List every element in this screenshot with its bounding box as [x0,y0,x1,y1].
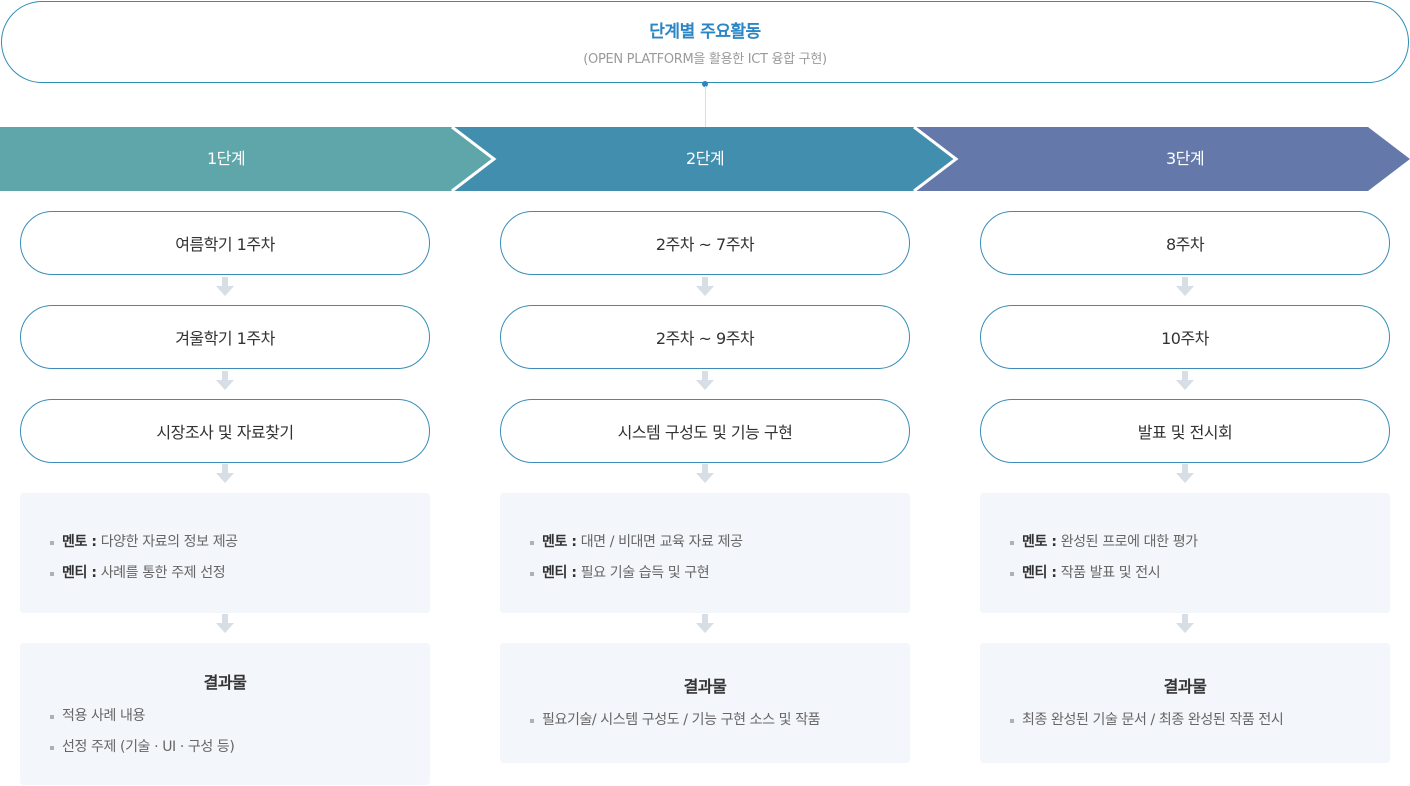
stage-3-result-box: 결과물 최종 완성된 기술 문서 / 최종 완성된 작품 전시 [980,643,1390,763]
stage-2-step-3: 시스템 구성도 및 기능 구현 [500,399,910,463]
mentee-item: 멘티 : 필요 기술 습득 및 구현 [530,558,743,589]
down-arrow-icon [216,464,234,483]
result-title: 결과물 [1163,677,1207,696]
role-key: 멘티 : [542,565,577,581]
down-arrow-icon [1176,614,1194,633]
page-title: 단계별 주요활동 [649,22,761,42]
stage-1-step-3: 시장조사 및 자료찾기 [20,399,430,463]
role-text: 작품 발표 및 전시 [1060,565,1161,581]
stage-2-result-box: 결과물 필요기술/ 시스템 구성도 / 기능 구현 소스 및 작품 [500,643,910,763]
stage-2-label: 2단계 [685,149,725,168]
role-list: 멘토 : 완성된 프로에 대한 평가 멘티 : 작품 발표 및 전시 [1010,527,1198,589]
result-list: 필요기술/ 시스템 구성도 / 기능 구현 소스 및 작품 [530,705,821,736]
result-item: 적용 사례 내용 [50,701,234,732]
down-arrow-icon [1176,464,1194,483]
result-item: 선정 주제 (기술 · UI · 구성 등) [50,732,235,763]
down-arrow-icon [216,614,234,633]
stage-1-step-1: 여름학기 1주차 [20,211,430,275]
stage-1-roles-box: 멘토 : 다양한 자료의 정보 제공 멘티 : 사례를 통한 주제 선정 [20,493,430,613]
down-arrow-icon [1176,277,1194,296]
down-arrow-icon [696,277,714,296]
down-arrow-icon [696,614,714,633]
stage-1-label: 1단계 [206,149,246,168]
stage-3-roles-box: 멘토 : 완성된 프로에 대한 평가 멘티 : 작품 발표 및 전시 [980,493,1390,613]
stage-3-step-2: 10주차 [980,305,1390,369]
down-arrow-icon [216,277,234,296]
page-subtitle: (OPEN PLATFORM을 활용한 ICT 융합 구현) [583,52,827,67]
stage-2-step-2: 2주차 ~ 9주차 [500,305,910,369]
role-key: 멘토 : [542,534,577,550]
mentor-item: 멘토 : 완성된 프로에 대한 평가 [1010,527,1198,558]
role-text: 필요 기술 습득 및 구현 [580,565,710,581]
mentee-item: 멘티 : 작품 발표 및 전시 [1010,558,1198,589]
result-item: 최종 완성된 기술 문서 / 최종 완성된 작품 전시 [1010,705,1284,736]
header-pill: 단계별 주요활동 (OPEN PLATFORM을 활용한 ICT 융합 구현) [1,1,1409,83]
role-text: 완성된 프로에 대한 평가 [1060,534,1198,550]
stage-3-step-3: 발표 및 전시회 [980,399,1390,463]
result-list: 적용 사례 내용 선정 주제 (기술 · UI · 구성 등) [50,701,235,763]
mentor-item: 멘토 : 다양한 자료의 정보 제공 [50,527,238,558]
stage-divider-2 [913,127,959,191]
role-key: 멘토 : [62,534,97,550]
stage-3-chevron [914,127,1410,191]
connector-dot [702,81,708,87]
down-arrow-icon [1176,371,1194,390]
stage-divider-1 [451,127,497,191]
stage-3-label: 3단계 [1165,149,1205,168]
stage-2-chevron [452,127,956,191]
down-arrow-icon [696,371,714,390]
role-key: 멘티 : [1022,565,1057,581]
result-list: 최종 완성된 기술 문서 / 최종 완성된 작품 전시 [1010,705,1284,736]
stage-1-result-box: 결과물 적용 사례 내용 선정 주제 (기술 · UI · 구성 등) [20,643,430,785]
stage-3-step-1: 8주차 [980,211,1390,275]
connector-line [705,86,706,128]
down-arrow-icon [216,371,234,390]
result-item: 필요기술/ 시스템 구성도 / 기능 구현 소스 및 작품 [530,705,821,736]
mentor-item: 멘토 : 대면 / 비대면 교육 자료 제공 [530,527,743,558]
role-key: 멘토 : [1022,534,1057,550]
down-arrow-icon [696,464,714,483]
stage-band [0,127,1410,191]
result-title: 결과물 [203,673,247,692]
role-list: 멘토 : 대면 / 비대면 교육 자료 제공 멘티 : 필요 기술 습득 및 구… [530,527,743,589]
result-title: 결과물 [683,677,727,696]
stage-1-chevron [0,127,494,191]
role-key: 멘티 : [62,565,97,581]
role-text: 대면 / 비대면 교육 자료 제공 [580,534,743,550]
role-list: 멘토 : 다양한 자료의 정보 제공 멘티 : 사례를 통한 주제 선정 [50,527,238,589]
stage-1-step-2: 겨울학기 1주차 [20,305,430,369]
stage-2-roles-box: 멘토 : 대면 / 비대면 교육 자료 제공 멘티 : 필요 기술 습득 및 구… [500,493,910,613]
mentee-item: 멘티 : 사례를 통한 주제 선정 [50,558,238,589]
role-text: 사례를 통한 주제 선정 [100,565,226,581]
role-text: 다양한 자료의 정보 제공 [100,534,238,550]
stage-2-step-1: 2주차 ~ 7주차 [500,211,910,275]
